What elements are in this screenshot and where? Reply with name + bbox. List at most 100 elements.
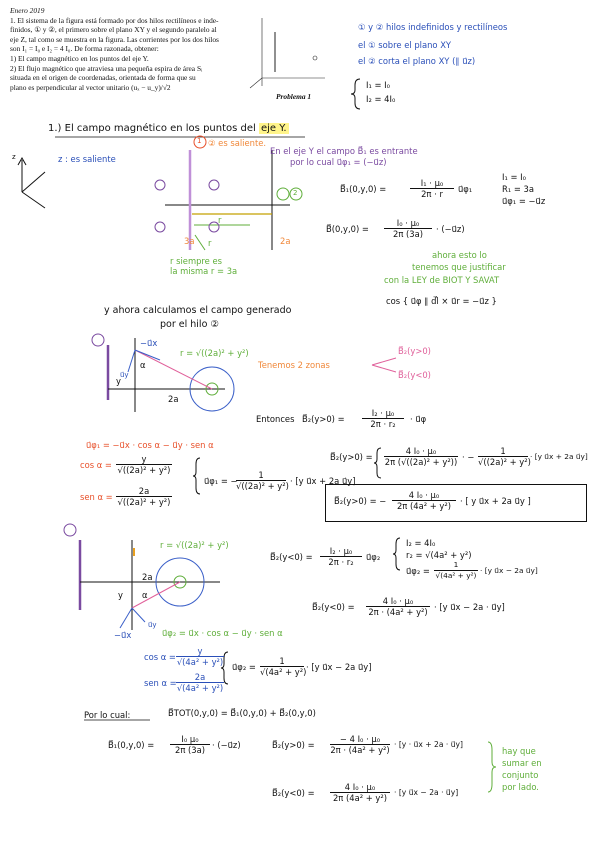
b2-neg-eq: B⃗₂(y<0) = [270, 552, 313, 562]
b2-pos-eq: B⃗₂(y>0) = [330, 452, 373, 462]
b2-num: I₂ · μ₀ [362, 408, 404, 419]
statement-line-4: son I₁ = I₀ e I₂ = 4 I₀. De forma razona… [10, 44, 159, 54]
b2-neg-result-eq: B⃗₂(y<0) = [312, 602, 355, 612]
cos-label: cos α = [80, 460, 112, 470]
biot-note-3: con la LEY de BIOT Y SAVAT [384, 275, 500, 285]
note-wire2-plane: el ② corta el plano XY (∥ u⃗z) [358, 56, 476, 66]
cond-r1: R₁ = 3a [502, 184, 534, 194]
boxed-result [325, 484, 587, 522]
fig3-y-label: y [118, 590, 123, 600]
b1-eq: B⃗₁(0,y,0) = [340, 184, 387, 194]
circ-label-2: 2 [293, 189, 298, 197]
fig2-uy: u⃗y [120, 371, 129, 379]
b1-result-vec: · (−u⃗z) [436, 224, 465, 234]
uphi2-eq: u⃗φ₂ = [232, 662, 256, 672]
problem-figure [249, 18, 325, 89]
z-axis-label: z [12, 153, 16, 161]
statement-line-1: 1. El sistema de la figura está formado … [10, 15, 219, 25]
cos3-fraction: y √(4a² + y²) [176, 646, 224, 667]
final-b2-pos-den: 2π · (4a² + y²) [330, 745, 390, 755]
final-b2-pos-num: − 4 I₀ · μ₀ [330, 734, 390, 745]
b2-pos-den: 2π (√((2a)² + y²)) [384, 457, 458, 467]
b2-pos-fraction: 4 I₀ · μ₀ 2π (√((2a)² + y²)) [384, 446, 458, 467]
cond-i2: I₂ = 4I₀ [366, 94, 396, 104]
fig2-2a: 2a [168, 394, 179, 404]
fig3-r-formula: r = √((2a)² + y²) [160, 540, 229, 550]
exam-date: Enero 2019 [10, 6, 45, 15]
cos-num: y [116, 454, 172, 465]
zone-positive: B⃗₂(y>0) [398, 346, 431, 356]
fig3-ux: −u⃗x [114, 630, 132, 640]
b2-den: 2π · r₂ [370, 419, 396, 429]
dist-3a: 3a [184, 236, 195, 246]
b2-neg-vec: u⃗φ₂ [366, 552, 381, 562]
b1-den: 2π · r [421, 189, 443, 199]
cond-u2: u⃗φ₂ = [406, 566, 430, 576]
side-note-3: conjunto [502, 770, 539, 780]
b2-pos-num: 4 I₀ · μ₀ [384, 446, 458, 457]
sen3-fraction: 2a √(4a² + y²) [176, 672, 224, 693]
box-den: 2π (4a² + y²) [396, 501, 452, 511]
b2-neg-result-den: 2π · (4a² + y²) [368, 607, 428, 617]
problem-statement: Enero 2019 1. El sistema de la figura es… [10, 6, 250, 92]
final-b2-neg-eq: B⃗₂(y<0) = [272, 788, 315, 798]
uphi2-rest: · [y u⃗x − 2a u⃗y] [306, 662, 372, 672]
fig2-ux: −u⃗x [140, 338, 158, 348]
section2-title-1: y ahora calculamos el campo generado [104, 305, 292, 316]
sen-fraction: 2a √((2a)² + y²) [116, 486, 172, 507]
final-b1-vec: · (−u⃗z) [212, 740, 241, 750]
por-lo-cual: Por lo cual: [84, 710, 131, 720]
axes-3d [17, 156, 46, 209]
r-note-1: r siempre es [170, 256, 223, 266]
b2-neg-result-rest: · [y u⃗x − 2a · u⃗y] [434, 602, 505, 612]
brace [350, 78, 361, 110]
box-fraction: 4 I₀ · μ₀ 2π (4a² + y²) [392, 490, 456, 511]
final-b1-den: 2π (3a) [174, 745, 206, 755]
biot-note-2: tenemos que justificar [412, 262, 506, 272]
note-wires: ① y ② hilos indefinidos y rectilíneos [358, 22, 508, 32]
uphi1-rest: · [y u⃗x + 2a u⃗y] [290, 476, 356, 486]
zone-negative: B⃗₂(y<0) [398, 370, 431, 380]
wire2-note: ② es saliente. [208, 138, 267, 148]
zones-note: Tenemos 2 zonas [258, 360, 330, 370]
sen-num: 2a [116, 486, 172, 497]
b1-num: I₁ · μ₀ [410, 178, 454, 189]
b2-neg-result-num: 4 I₀ · μ₀ [366, 596, 430, 607]
field-markers [154, 179, 220, 233]
b1-fraction: I₁ · μ₀ 2π · r [410, 178, 454, 199]
cond-r2: r₂ = √(4a² + y²) [406, 550, 472, 560]
figure3 [63, 523, 220, 630]
final-b2-neg-den: 2π (4a² + y²) [332, 793, 388, 803]
btot-eq: B⃗TOT(0,y,0) = B⃗₁(0,y,0) + B⃗₂(0,y,0) [168, 708, 316, 718]
final-b2-neg-rest: · [y u⃗x − 2a · u⃗y] [394, 788, 459, 797]
uphi1-den: √((2a)² + y²) [236, 481, 289, 491]
cos3-label: cos α = [144, 652, 176, 662]
statement-line-2: finidos, ① y ②, el primero sobre el plan… [10, 25, 217, 35]
section1-title: 1.) El campo magnético en los puntos del… [48, 123, 289, 134]
final-b2-pos-rest: · [y · u⃗x + 2a · u⃗y] [394, 740, 464, 749]
cond-i2-b: I₂ = 4I₀ [406, 538, 436, 548]
b2-pos-den2: √((2a)² + y²) [478, 457, 531, 467]
sen-den: √((2a)² + y²) [117, 497, 171, 507]
cond-u2-fraction: 1 √(4a² + y²) [434, 560, 478, 580]
b2-neg-fraction: I₂ · μ₀ 2π · r₂ [320, 546, 362, 567]
sen3-num: 2a [176, 672, 224, 683]
z-note: z : es saliente [58, 154, 116, 164]
note-wire1-plane: el ① sobre el plano XY [358, 40, 452, 50]
biot-justification: cos { u⃗φ ∥ d⃗l × u⃗r = −u⃗z } [386, 296, 497, 306]
section1-title-highlight: eje Y. [258, 123, 289, 134]
figure-caption: Problema 1 [276, 92, 312, 101]
b2-fraction: I₂ · μ₀ 2π · r₂ [362, 408, 404, 429]
uphi1-fraction: 1 √((2a)² + y²) [236, 470, 289, 491]
fig3-2a: 2a [142, 572, 153, 582]
statement-line-8: plano es perpendicular al vector unitari… [10, 82, 171, 92]
sen3-label: sen α = [144, 678, 177, 688]
r-note-2: la misma r = 3a [170, 266, 238, 276]
uphi2-den: √(4a² + y²) [260, 667, 307, 677]
b1-result-eq: B⃗(0,y,0) = [326, 224, 369, 234]
b2-eq: B⃗₂(y>0) = [302, 414, 345, 424]
side-note-1: hay que [502, 746, 536, 756]
fig3-alpha: α [142, 590, 148, 600]
b1-result-den: 2π (3a) [392, 229, 424, 239]
side-note-4: por lado. [502, 782, 539, 792]
